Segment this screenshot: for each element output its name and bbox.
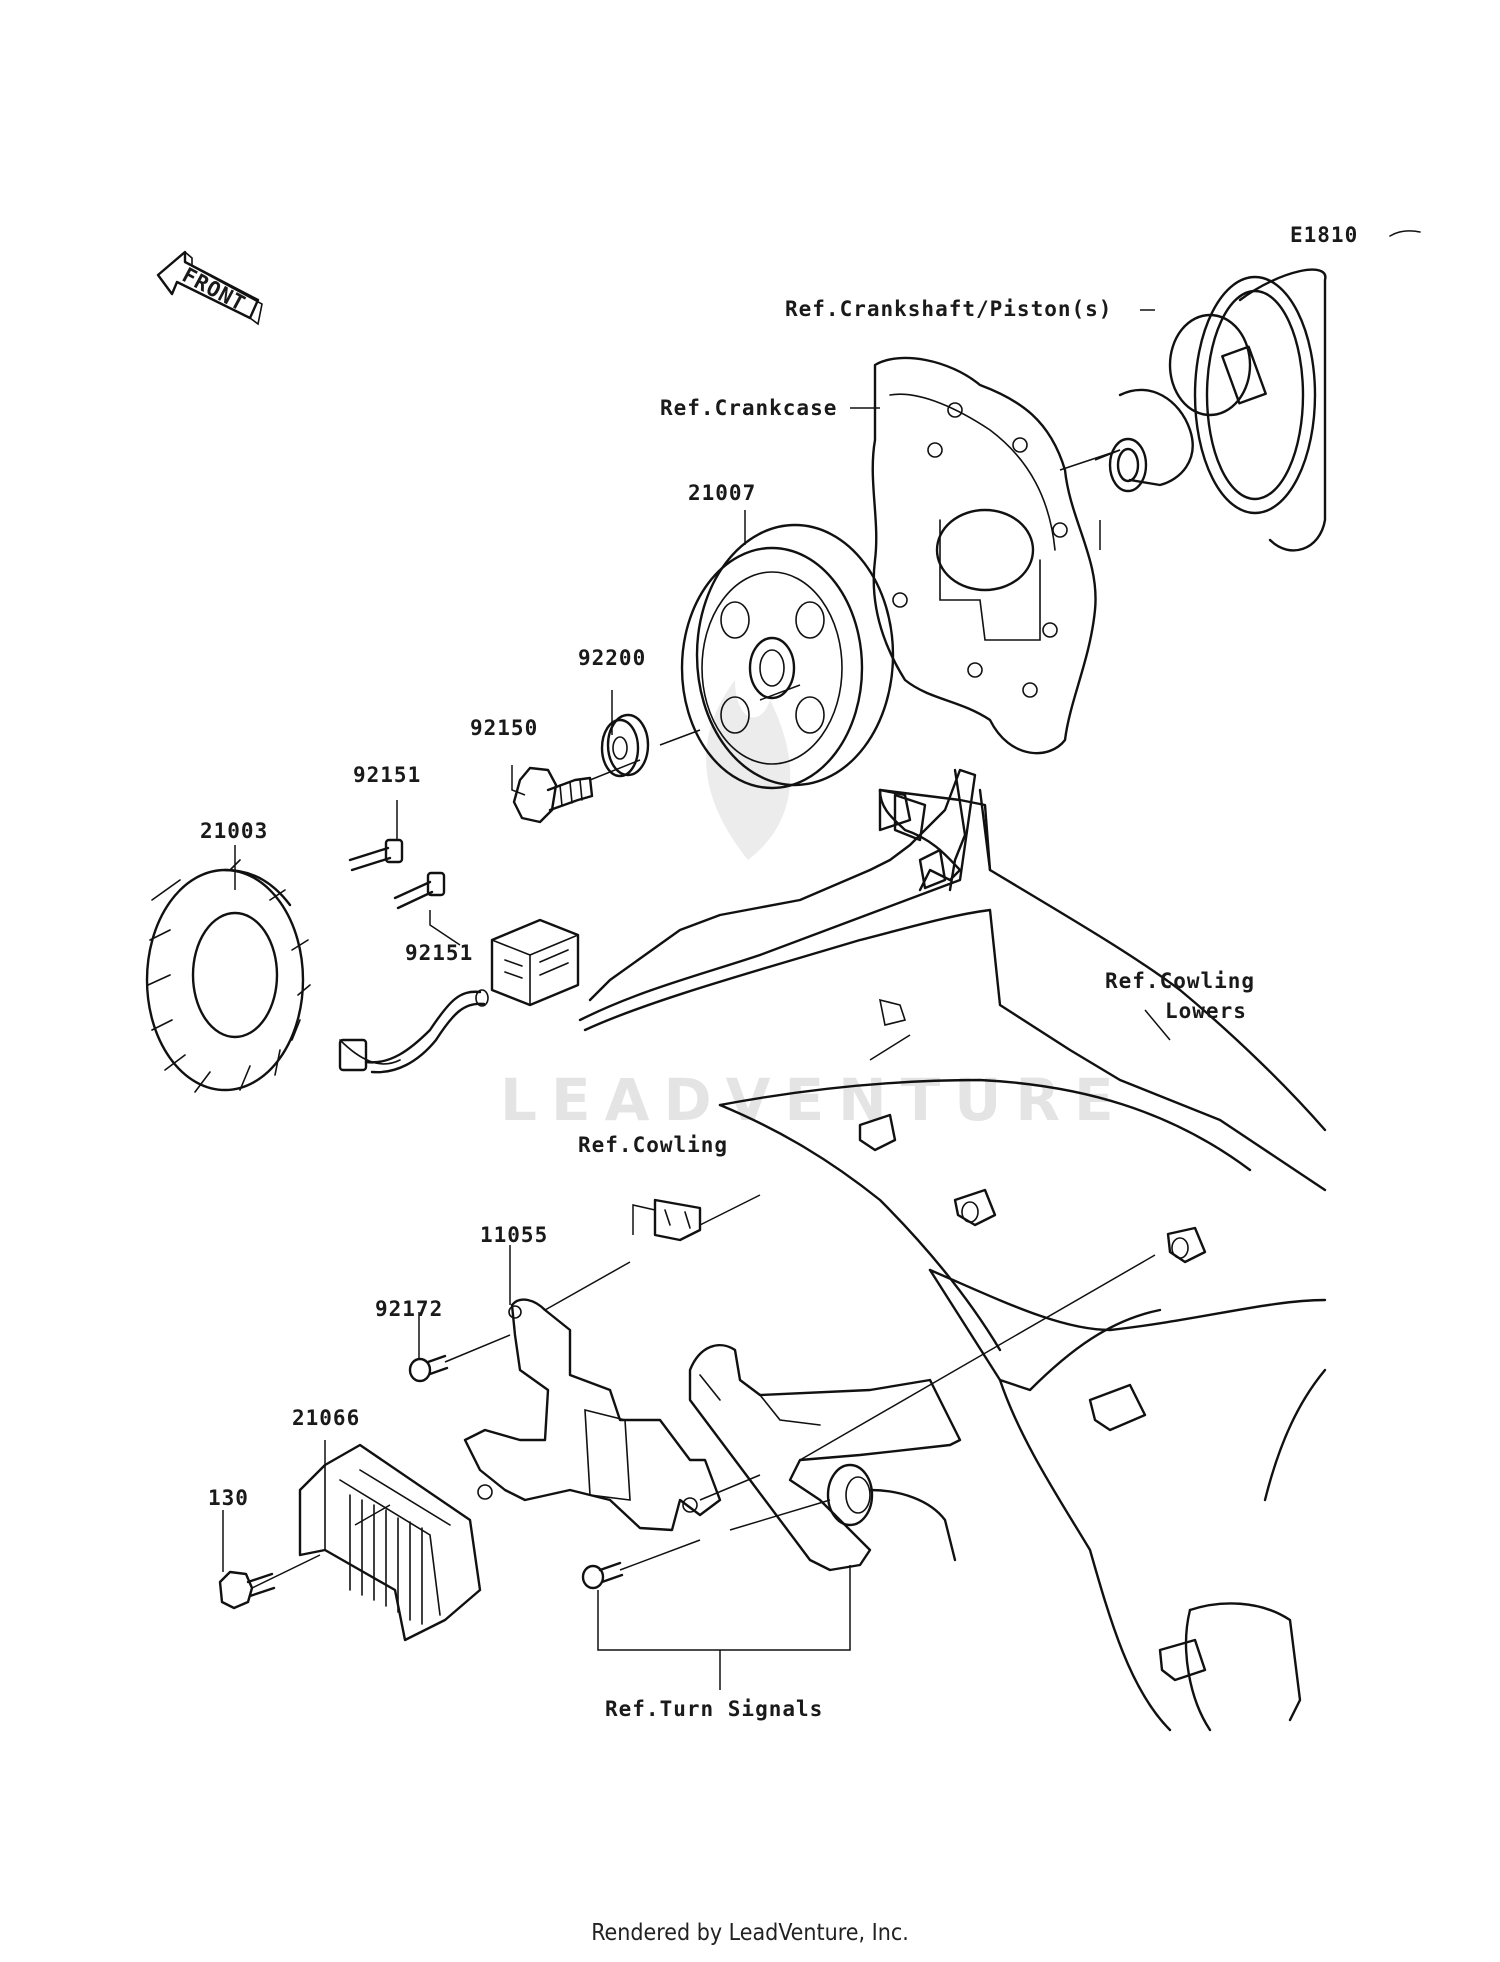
part-number-21007[interactable]: 21007 [688,481,756,505]
ref-turn-signals-label[interactable]: Ref.Turn Signals [605,1697,823,1721]
part-number-92151-upper[interactable]: 92151 [353,763,421,787]
part-number-130[interactable]: 130 [208,1486,249,1510]
bolt-92151-lower [393,871,446,910]
lower-cowling [583,788,1327,1732]
stator-21003 [145,859,401,1093]
part-number-92172[interactable]: 92172 [375,1297,443,1321]
upper-cowling-panel [578,768,977,1026]
crankshaft [1108,268,1327,552]
front-arrow-icon: FRONT [156,250,263,326]
part-number-21066[interactable]: 21066 [292,1406,360,1430]
regulator-21066 [298,1443,482,1642]
part-number-21003[interactable]: 21003 [200,819,268,843]
front-label: FRONT [178,263,250,316]
cowling-mount-2 [953,1188,997,1227]
cowling-mount-3 [1166,1226,1207,1264]
bracket-11055 [463,1298,722,1532]
watermark-text: LEADVENTURE [500,1066,1128,1134]
bolt-130 [218,1570,276,1610]
part-number-92200[interactable]: 92200 [578,646,646,670]
leader-lines [222,309,1171,1690]
bolt-92151-upper [348,838,404,872]
washer-92200 [600,713,650,778]
ref-crankshaft-label[interactable]: Ref.Crankshaft/Piston(s) [785,297,1112,321]
cowling-mount-1 [858,1113,897,1152]
cowling-clip [653,1198,702,1242]
cowling-mount-4 [1088,1383,1147,1432]
ref-cowling-lowers-label-line2[interactable]: Lowers [1165,999,1247,1023]
diagram-code: E1810 [1290,223,1358,247]
part-number-11055[interactable]: 11055 [480,1223,548,1247]
crankcase [871,356,1097,755]
leadventure-watermark: LEADVENTURE [500,680,1128,1134]
ref-crankcase-label[interactable]: Ref.Crankcase [660,396,837,420]
connector [490,918,580,1007]
ref-cowling-label[interactable]: Ref.Cowling [578,1133,728,1157]
part-number-92150[interactable]: 92150 [470,716,538,740]
turn-signal-screw [581,1561,624,1590]
screw-92172 [408,1354,449,1383]
bolt-92150 [512,766,594,824]
part-number-92151-lower[interactable]: 92151 [405,941,473,965]
cowling-mount-5 [1158,1638,1207,1682]
cowling-bracket-top [893,793,947,890]
footer-credit: Rendered by LeadVenture, Inc. [591,1920,909,1946]
turn-signal [688,1343,962,1572]
rotor-21007 [680,523,895,790]
ref-cowling-lowers-label-line1[interactable]: Ref.Cowling [1105,969,1255,993]
